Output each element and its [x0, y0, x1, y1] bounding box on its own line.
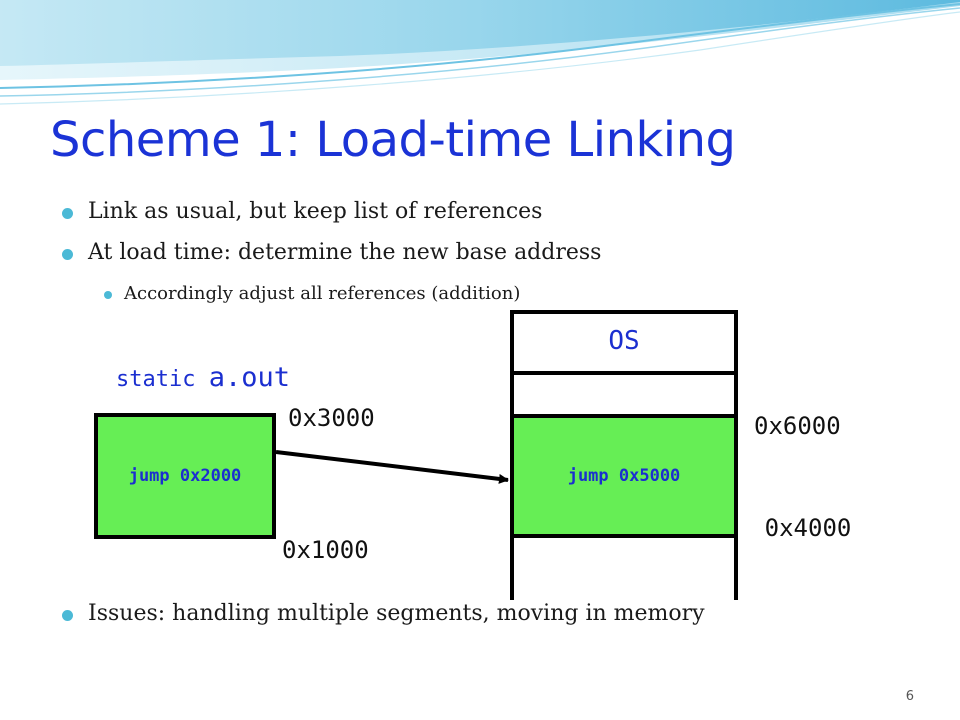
- memory-code-block: jump 0x5000: [514, 418, 734, 534]
- bullet-dot-icon: [62, 249, 73, 260]
- bullet-text: At load time: determine the new base add…: [88, 240, 602, 265]
- bullet-item: Link as usual, but keep list of referenc…: [62, 199, 543, 224]
- bullet-dot-icon: [62, 208, 73, 219]
- memory-bottom-address-box: 0x4000: [738, 500, 878, 556]
- slide-title: Scheme 1: Load-time Linking: [50, 112, 736, 168]
- decorative-wave-header: [0, 0, 960, 110]
- memory-os-label: OS: [608, 326, 640, 356]
- memory-top-address: 0x6000: [754, 412, 841, 440]
- bullet-dot-icon: [104, 291, 112, 299]
- bullet-item: Issues: handling multiple segments, movi…: [62, 601, 705, 626]
- memory-code-text: jump 0x5000: [567, 466, 681, 486]
- bullet-item: At load time: determine the new base add…: [62, 240, 602, 265]
- page-number: 6: [905, 689, 914, 704]
- bullet-dot-icon: [62, 610, 73, 621]
- bullet-text: Link as usual, but keep list of referenc…: [88, 199, 543, 224]
- static-aout-label: static a.out: [116, 362, 290, 393]
- sub-bullet-item: Accordingly adjust all references (addit…: [104, 283, 521, 304]
- memory-top-edge: [510, 310, 738, 314]
- memory-bottom-address: 0x4000: [764, 514, 852, 542]
- memory-os-divider: [510, 371, 738, 375]
- bullet-text: Issues: handling multiple segments, movi…: [88, 601, 705, 626]
- aout-bottom-address: 0x1000: [282, 536, 369, 564]
- aout-code-text: jump 0x2000: [128, 466, 242, 486]
- sub-bullet-text: Accordingly adjust all references (addit…: [124, 283, 521, 304]
- aout-code-block: jump 0x2000: [98, 417, 272, 535]
- aout-top-address: 0x3000: [288, 404, 375, 432]
